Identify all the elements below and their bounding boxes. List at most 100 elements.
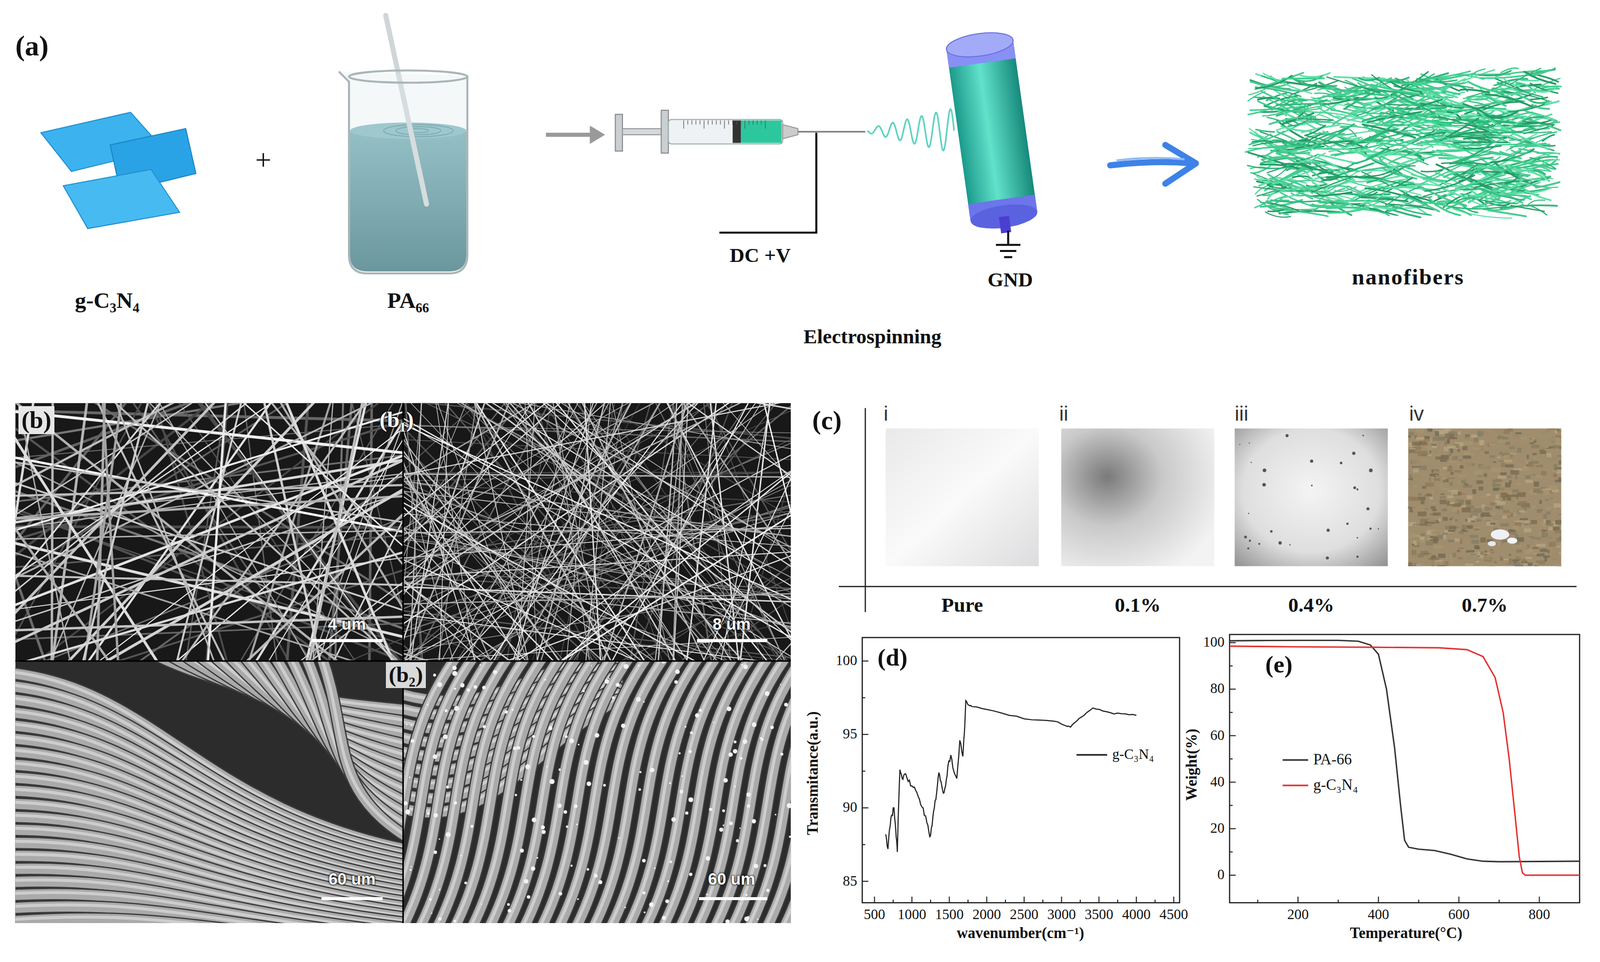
nanofiber	[1492, 179, 1546, 181]
texture	[1452, 519, 1455, 524]
sem-image	[402, 661, 791, 924]
texture	[1548, 507, 1553, 510]
particle	[482, 685, 486, 690]
particle	[445, 832, 451, 838]
texture	[1449, 526, 1457, 531]
particle	[438, 838, 441, 841]
texture	[1550, 519, 1555, 522]
particle	[564, 735, 568, 739]
nanofiber	[1489, 128, 1533, 133]
texture	[1513, 512, 1517, 518]
arrow-head	[1165, 145, 1196, 185]
texture	[1454, 470, 1462, 473]
nanofiber	[1248, 146, 1298, 149]
particle	[719, 828, 724, 833]
particle	[516, 746, 521, 750]
texture	[1467, 557, 1473, 561]
particle	[460, 855, 462, 857]
nanofiber	[402, 579, 791, 617]
particle	[746, 792, 751, 798]
texture	[1490, 470, 1496, 473]
sample-texture	[1408, 428, 1562, 567]
particle	[536, 857, 539, 860]
particle	[558, 892, 563, 896]
nanofiber	[1460, 89, 1490, 93]
particle	[454, 706, 460, 712]
scale-bar	[698, 897, 768, 901]
ground-symbol	[1003, 256, 1012, 259]
texture	[1439, 496, 1446, 499]
particle	[764, 691, 770, 697]
particle	[639, 771, 642, 774]
sample-specks	[1239, 434, 1379, 560]
scale-bar	[321, 897, 383, 901]
texture	[1439, 500, 1447, 505]
nanofiber	[641, 403, 722, 662]
speck	[1352, 451, 1356, 455]
graduation-tick	[724, 120, 725, 129]
speck	[1346, 522, 1349, 526]
texture	[1466, 495, 1473, 500]
nanofiber	[1461, 114, 1486, 120]
sem-image	[402, 403, 791, 662]
nanofiber	[1310, 205, 1364, 209]
nanofiber	[1505, 194, 1532, 200]
texture	[1532, 453, 1537, 456]
texture	[1471, 540, 1480, 545]
nanofiber	[1310, 192, 1352, 197]
nanofiber	[1288, 180, 1313, 194]
particle	[583, 760, 589, 766]
particle	[594, 874, 598, 879]
nanofiber	[1499, 86, 1516, 90]
graduation-tick	[736, 120, 737, 125]
particle	[735, 839, 739, 843]
speck	[1325, 556, 1329, 560]
particle	[577, 898, 580, 901]
nanofiber	[402, 435, 791, 602]
particle	[661, 916, 666, 921]
nanofiber	[1344, 148, 1385, 165]
nanofiber	[1360, 192, 1385, 204]
nanofiber	[15, 403, 142, 662]
speck	[1262, 468, 1267, 473]
particle	[403, 801, 408, 806]
texture	[1558, 477, 1562, 483]
particle	[671, 817, 676, 823]
particle	[507, 903, 510, 907]
speck	[1250, 462, 1252, 464]
texture	[1490, 552, 1495, 554]
speck	[1377, 528, 1380, 531]
particle	[779, 684, 782, 686]
texture	[1533, 491, 1541, 493]
collector	[945, 28, 1040, 238]
speck	[1248, 442, 1250, 444]
nanofiber	[15, 516, 404, 549]
nanofiber	[1270, 169, 1305, 183]
texture	[1454, 538, 1460, 542]
nanofiber	[1380, 108, 1415, 126]
nanofiber	[1375, 107, 1404, 111]
nanofiber	[1288, 117, 1312, 127]
particle	[679, 790, 683, 794]
speck	[1369, 527, 1372, 530]
speck	[1285, 434, 1289, 438]
particle	[504, 710, 508, 714]
particle	[744, 917, 749, 922]
nanofiber	[1328, 138, 1363, 152]
nanofiber	[1326, 76, 1381, 93]
particle	[410, 724, 413, 727]
particle	[621, 723, 626, 729]
particle	[742, 739, 747, 745]
particle	[530, 866, 536, 872]
syringe-rod	[622, 128, 664, 135]
texture	[1470, 554, 1476, 556]
beaker	[338, 71, 468, 274]
nanofiber	[1444, 172, 1475, 178]
texture	[1435, 456, 1444, 460]
nanofiber	[1249, 87, 1269, 95]
texture	[1436, 436, 1446, 441]
particle	[590, 665, 593, 667]
particle	[452, 665, 457, 671]
particle	[480, 904, 482, 906]
particle	[774, 814, 777, 816]
